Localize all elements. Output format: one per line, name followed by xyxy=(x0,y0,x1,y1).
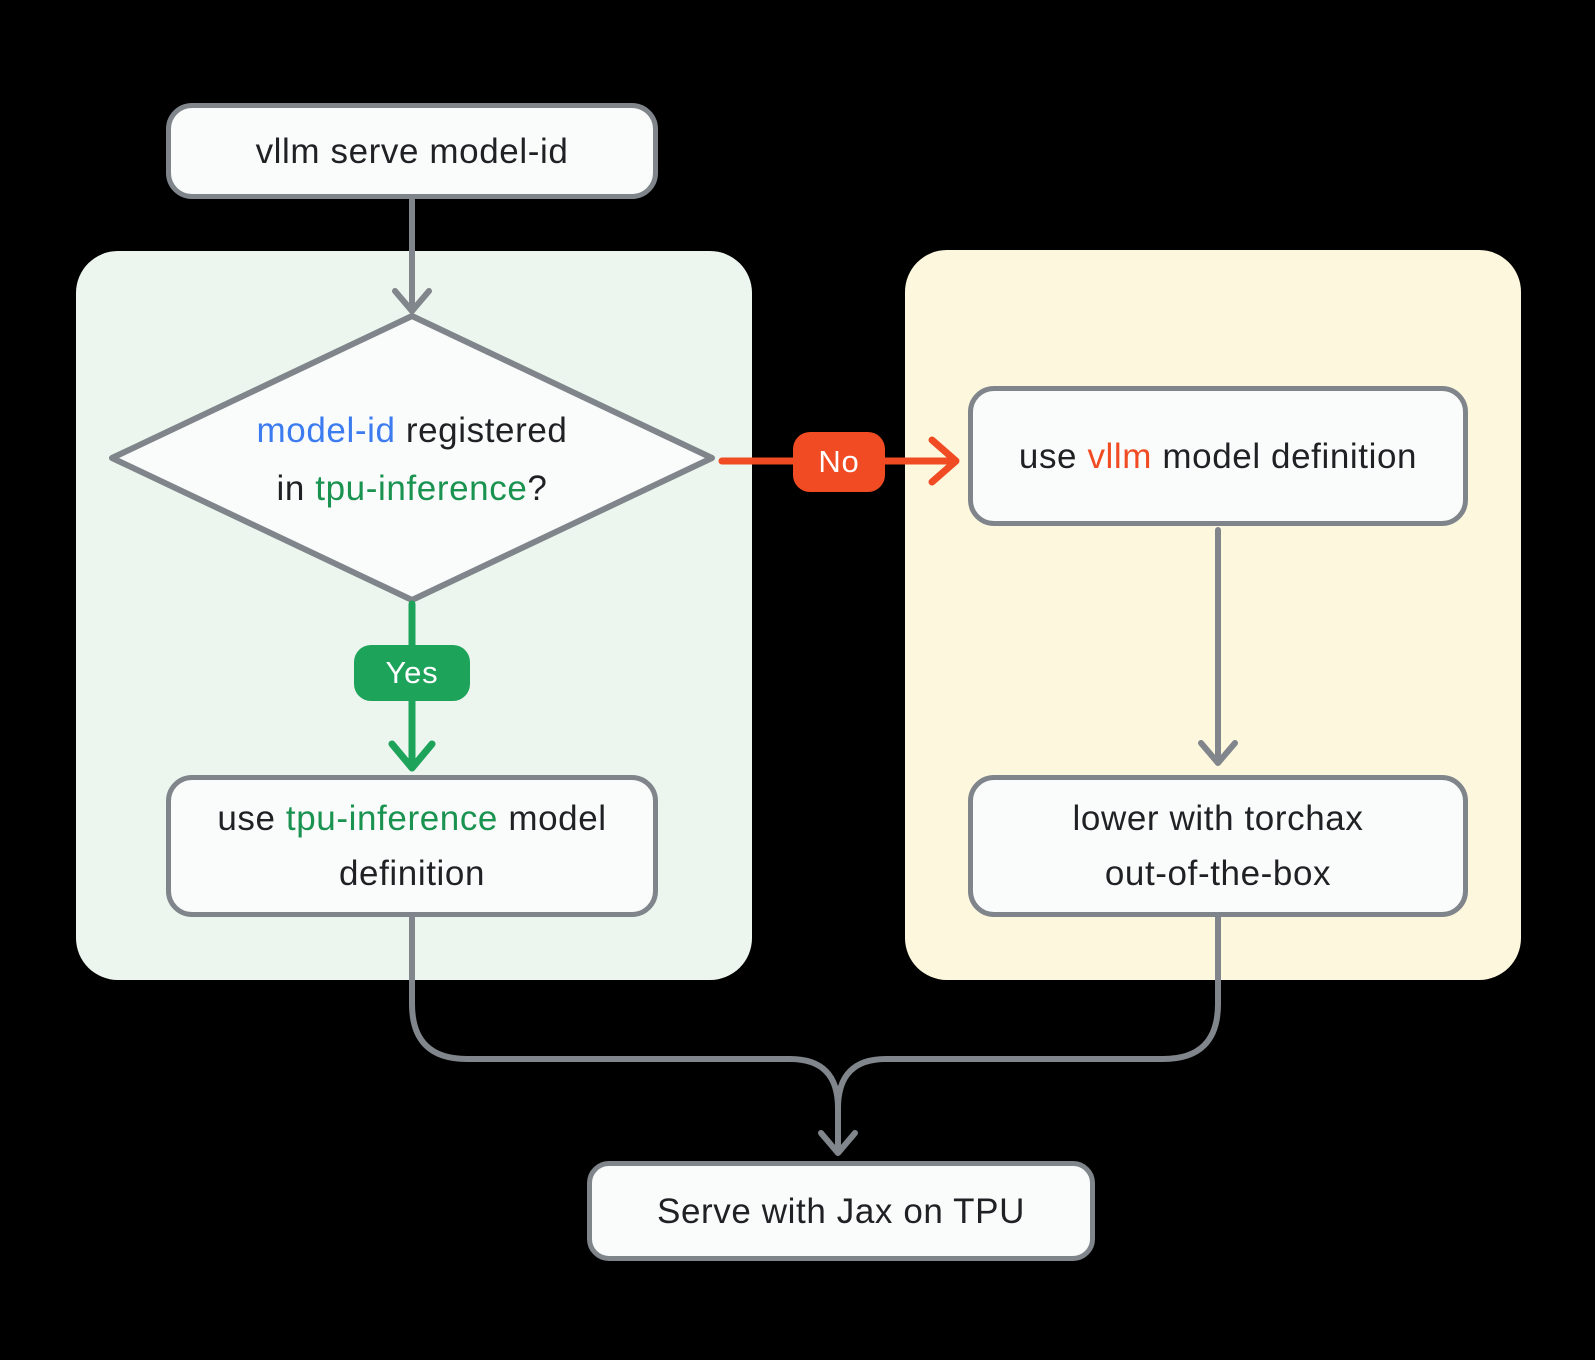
use-vllm-label: use vllm model definition xyxy=(1018,436,1418,476)
start-node: vllm serve model-id xyxy=(166,103,658,199)
decision-line-1: model-id registered xyxy=(256,411,568,450)
start-node-label: vllm serve model-id xyxy=(255,131,569,171)
serve-node: Serve with Jax on TPU xyxy=(587,1161,1095,1261)
lower-torchax-line-1: lower with torchax xyxy=(1072,799,1364,838)
use-tpu-inference-line-1: use tpu-inference model xyxy=(217,799,607,838)
no-badge-label: No xyxy=(818,444,860,479)
yes-badge-label: Yes xyxy=(385,655,439,690)
lower-torchax-line-2: out-of-the-box xyxy=(1104,854,1332,893)
use-tpu-inference-line-2: definition xyxy=(338,854,486,893)
decision-node-text: model-id registered in tpu-inference? xyxy=(162,398,662,522)
lower-torchax-node: lower with torchax out-of-the-box xyxy=(968,775,1468,917)
yes-badge: Yes xyxy=(354,645,470,701)
decision-line-2: in tpu-inference? xyxy=(276,469,548,508)
use-tpu-inference-node: use tpu-inference model definition xyxy=(166,775,658,917)
serve-node-label: Serve with Jax on TPU xyxy=(657,1191,1025,1231)
no-badge: No xyxy=(793,432,885,492)
use-vllm-node: use vllm model definition xyxy=(968,386,1468,526)
